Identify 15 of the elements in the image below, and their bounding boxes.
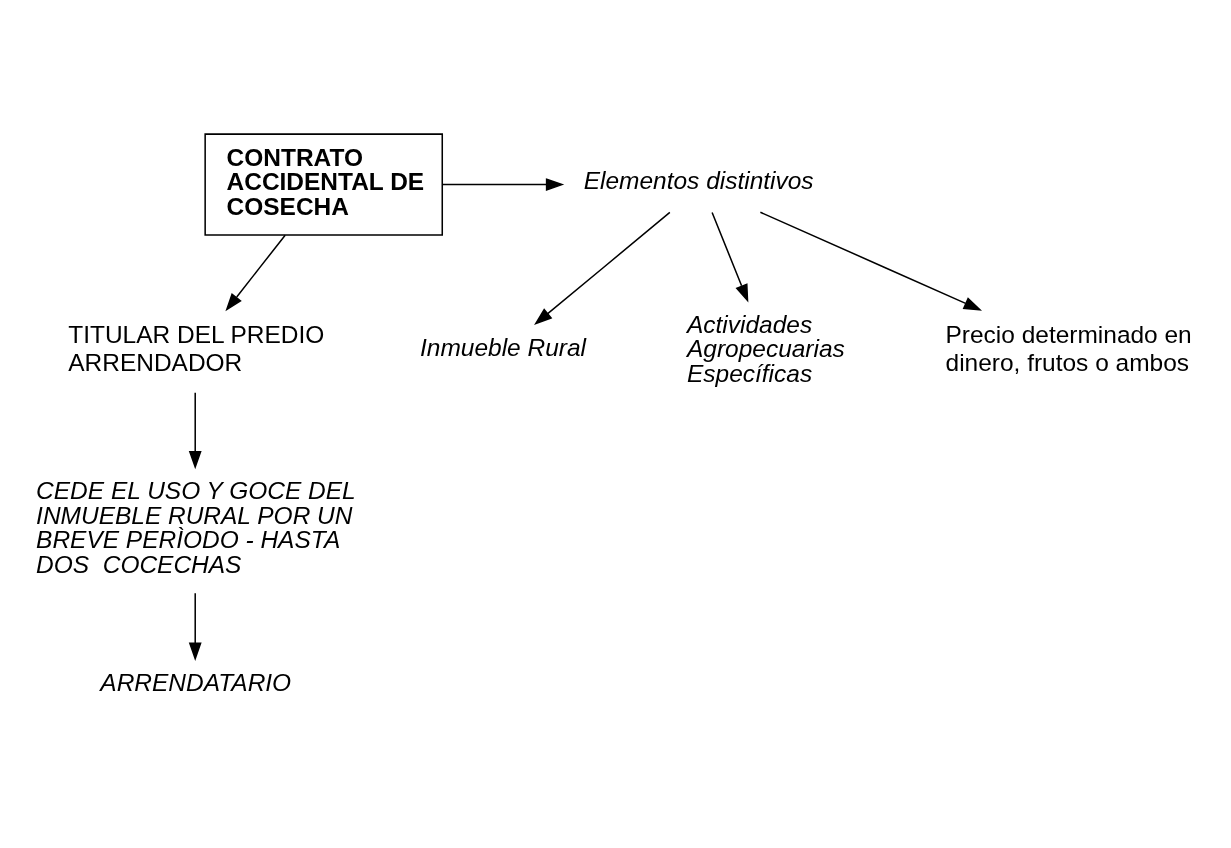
arrow — [534, 211, 671, 326]
node-text: ARRENDATARIO — [100, 668, 292, 696]
arrow — [759, 211, 983, 311]
arrow — [225, 234, 286, 312]
node-text: CEDE EL USO Y GOCE DEL INMUEBLE RURAL POR UN BREVE PERÌODO - HASTA DOS COCECHAS — [36, 477, 356, 578]
arrow — [188, 392, 202, 470]
node-text: Elementos distintivos — [583, 166, 814, 194]
arrow — [188, 592, 202, 661]
arrow — [441, 178, 565, 192]
node-text: Actividades Agropecuarias Específicas — [687, 310, 845, 387]
arrow — [711, 211, 749, 303]
node-box: CONTRATO ACCIDENTAL DE COSECHA — [204, 133, 444, 236]
node-text: Precio determinado en dinero, frutos o ambos — [945, 321, 1192, 376]
node-text: Inmueble Rural — [420, 333, 587, 361]
node-text: TITULAR DEL PREDIO ARRENDADOR — [68, 321, 325, 376]
